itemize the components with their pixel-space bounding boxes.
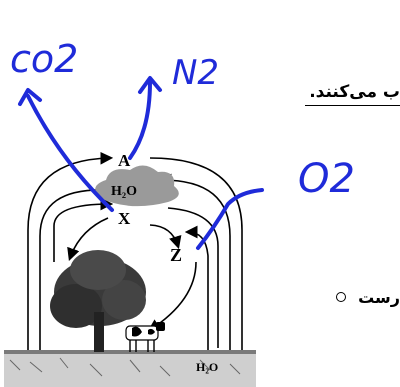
handwritten-arrow-n2 — [128, 80, 152, 160]
handwriting-layer — [18, 76, 264, 250]
label-a: A — [118, 151, 131, 170]
option-text-fragment: رست — [358, 288, 400, 307]
label-x: X — [118, 209, 131, 228]
label-z: Z — [170, 245, 182, 265]
label-cloud-water: H₂O — [111, 184, 137, 199]
question-text-fragment: ب می‌کنند. — [309, 82, 400, 102]
label-ground-water: H₂O — [196, 360, 218, 374]
text-underline — [305, 105, 400, 106]
handwritten-co2: co2 — [10, 37, 78, 81]
tree — [50, 250, 146, 352]
handwritten-arrow-o2 — [196, 188, 264, 250]
cow-icon — [125, 322, 165, 352]
handwritten-n2: N2 — [172, 53, 219, 93]
handwritten-o2: O2 — [298, 156, 355, 202]
cloud-shape — [95, 165, 179, 207]
handwritten-arrow-co2 — [26, 94, 114, 212]
option-radio-circle[interactable] — [336, 292, 346, 302]
cycle-arrows — [27, 151, 243, 350]
